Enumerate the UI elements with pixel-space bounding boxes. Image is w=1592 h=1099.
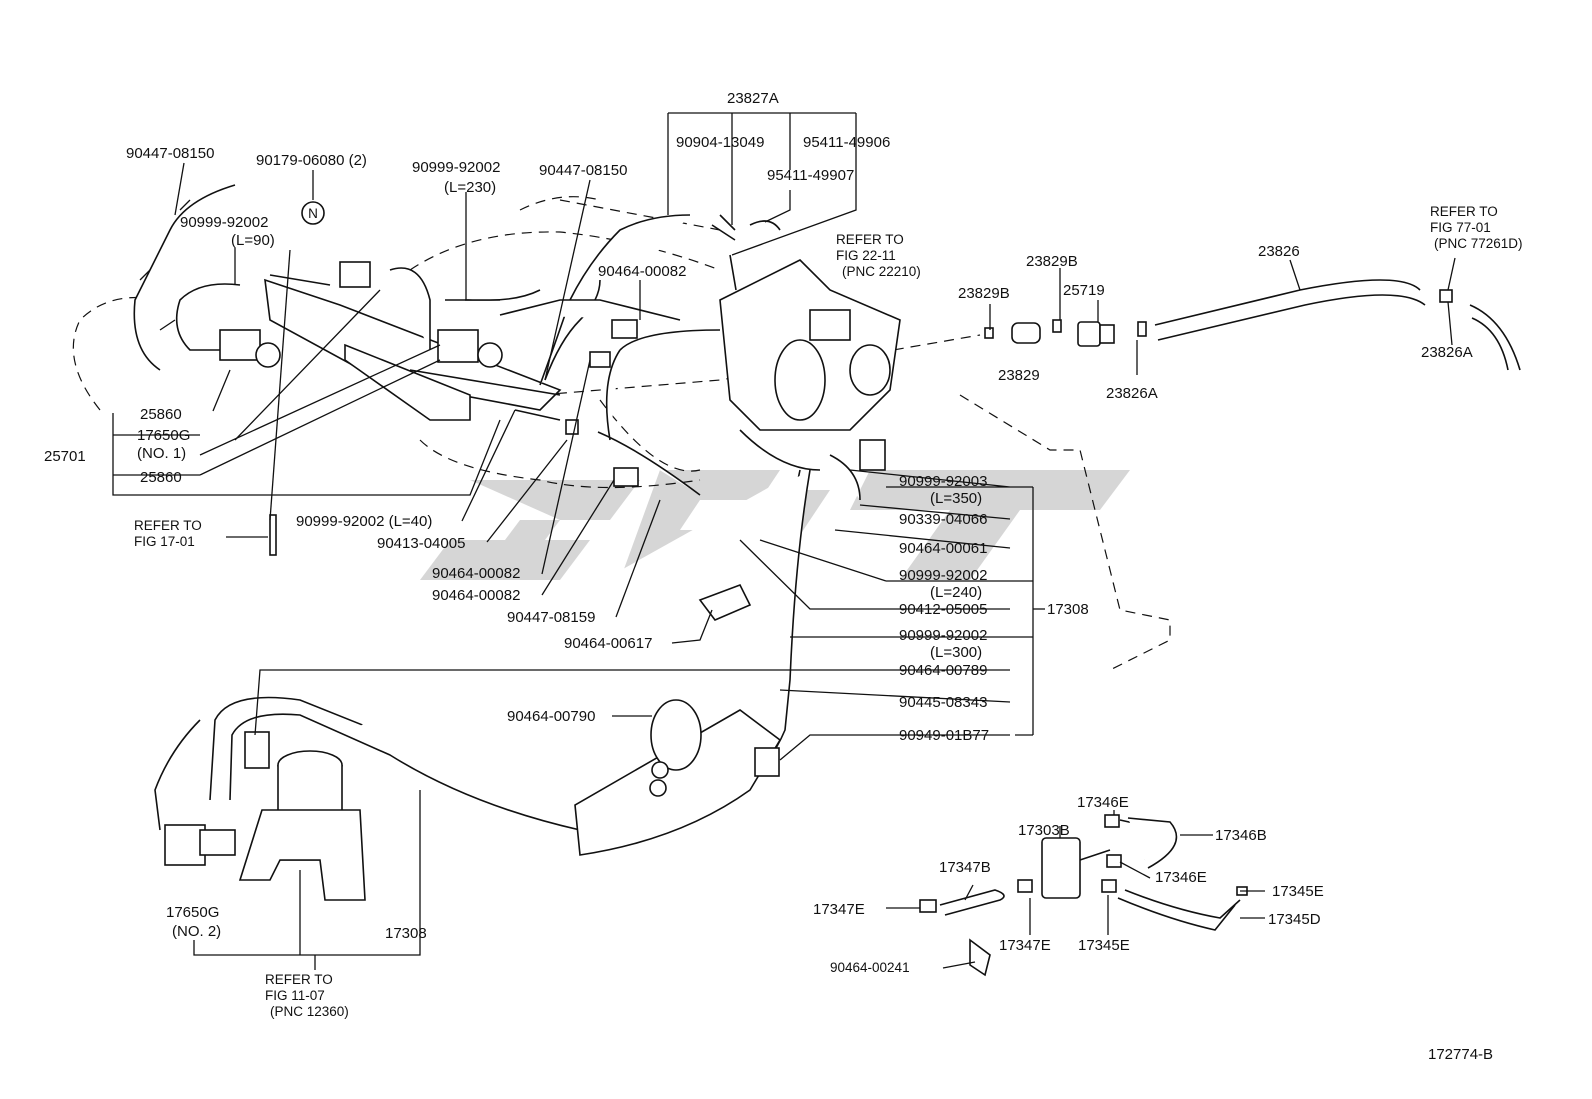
n-mark-circle xyxy=(301,201,325,225)
label-l230: (L=230) xyxy=(444,179,496,196)
label-ref22-1: REFER TO xyxy=(836,232,904,247)
label-ref17-1: REFER TO xyxy=(134,518,202,533)
label-17347B: 17347B xyxy=(939,859,991,876)
label-90464-00082-a: 90464-00082 xyxy=(432,565,520,582)
label-l90: (L=90) xyxy=(231,232,275,249)
label-90412-05005: 90412-05005 xyxy=(899,601,987,618)
label-90339-04066: 90339-04066 xyxy=(899,511,987,528)
label-90904-13049: 90904-13049 xyxy=(676,134,764,151)
label-17650G-1: 17650G xyxy=(137,427,190,444)
engine-outline xyxy=(72,196,1171,671)
fuel-lines xyxy=(154,469,811,856)
label-17308-b: 17308 xyxy=(385,925,427,942)
canister xyxy=(164,750,366,901)
label-no1: (NO. 1) xyxy=(137,445,186,462)
label-17346E-m: 17346E xyxy=(1155,869,1207,886)
n-mark: N xyxy=(308,206,318,221)
label-90179-06080: 90179-06080 (2) xyxy=(256,152,367,169)
label-17347E-l: 17347E xyxy=(813,901,865,918)
label-90464-00061: 90464-00061 xyxy=(899,540,987,557)
labels: 23827A 90447-08150 90179-06080 (2) 90999… xyxy=(44,90,1523,1063)
label-ref22-2: FIG 22-11 xyxy=(836,248,896,263)
label-ref11-3: (PNC 12360) xyxy=(270,1004,349,1019)
leader-lines xyxy=(112,112,1456,970)
label-17650G-2: 17650G xyxy=(166,904,219,921)
lower-right-assembly xyxy=(919,814,1248,977)
figure-id: 172774-B xyxy=(1428,1046,1493,1063)
label-ref11-2: FIG 11-07 xyxy=(265,988,325,1003)
label-90464-00241: 90464-00241 xyxy=(830,960,910,975)
label-25701: 25701 xyxy=(44,448,86,465)
label-17345D: 17345D xyxy=(1268,911,1321,928)
label-17346E-t: 17346E xyxy=(1077,794,1129,811)
label-90999-92002-300: 90999-92002 xyxy=(899,627,987,644)
label-17345E-b: 17345E xyxy=(1078,937,1130,954)
label-90413-04005: 90413-04005 xyxy=(377,535,465,552)
label-ref77-2: FIG 77-01 xyxy=(1430,220,1491,235)
label-l300: (L=300) xyxy=(930,644,982,661)
label-17303B: 17303B xyxy=(1018,822,1070,839)
label-90949-01B77: 90949-01B77 xyxy=(899,727,989,744)
label-l240: (L=240) xyxy=(930,584,982,601)
label-23829B-r: 23829B xyxy=(1026,253,1078,270)
label-25719: 25719 xyxy=(1063,282,1105,299)
label-ref11-1: REFER TO xyxy=(265,972,333,987)
central-hoses xyxy=(465,214,781,496)
label-90999-92002-230: 90999-92002 xyxy=(412,159,500,176)
label-ref17-2: FIG 17-01 xyxy=(134,534,195,549)
label-23829: 23829 xyxy=(998,367,1040,384)
label-90447-08150-b: 90447-08150 xyxy=(539,162,627,179)
label-17347E-b: 17347E xyxy=(999,937,1051,954)
label-23829B-l: 23829B xyxy=(958,285,1010,302)
label-17346B: 17346B xyxy=(1215,827,1267,844)
label-90999-92002-240: 90999-92002 xyxy=(899,567,987,584)
label-23826A-r: 23826A xyxy=(1421,344,1473,361)
label-ref77-3: (PNC 77261D) xyxy=(1434,236,1523,251)
left-bracket-assembly xyxy=(133,184,562,421)
label-25860-b: 25860 xyxy=(140,469,182,486)
label-90447-08150-a: 90447-08150 xyxy=(126,145,214,162)
label-25860-a: 25860 xyxy=(140,406,182,423)
label-90999-92002-40: 90999-92002 (L=40) xyxy=(296,513,432,530)
label-90445-08343: 90445-08343 xyxy=(899,694,987,711)
right-parts xyxy=(984,279,1521,371)
label-ref22-3: (PNC 22210) xyxy=(842,264,921,279)
label-90464-00082-b: 90464-00082 xyxy=(432,587,520,604)
label-23826: 23826 xyxy=(1258,243,1300,260)
label-90464-00790: 90464-00790 xyxy=(507,708,595,725)
label-90464-00082-top: 90464-00082 xyxy=(598,263,686,280)
throttle-body xyxy=(719,259,901,501)
label-90999-92003: 90999-92003 xyxy=(899,473,987,490)
label-90999-92002-90: 90999-92002 xyxy=(180,214,268,231)
label-95411-49907: 95411-49907 xyxy=(767,167,854,184)
label-90447-08159: 90447-08159 xyxy=(507,609,595,626)
label-95411-49906: 95411-49906 xyxy=(803,134,890,151)
label-23827A: 23827A xyxy=(727,90,779,107)
label-17345E-r: 17345E xyxy=(1272,883,1324,900)
label-17308-r: 17308 xyxy=(1047,601,1089,618)
label-ref77-1: REFER TO xyxy=(1430,204,1498,219)
label-90464-00617: 90464-00617 xyxy=(564,635,652,652)
label-23826A-l: 23826A xyxy=(1106,385,1158,402)
label-no2: (NO. 2) xyxy=(172,923,221,940)
label-90464-00789: 90464-00789 xyxy=(899,662,987,679)
label-l350: (L=350) xyxy=(930,490,982,507)
